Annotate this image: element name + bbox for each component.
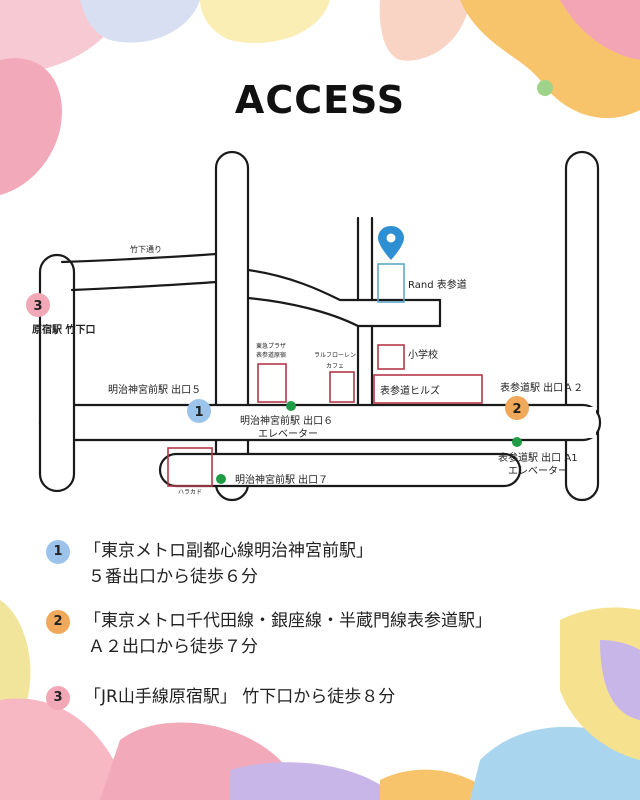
tokyu-label-1: 東急プラザ [256, 342, 286, 350]
harakado-building [167, 447, 213, 487]
access-2-line1: 「東京メトロ千代田線・銀座線・半蔵門線表参道駅」 [84, 611, 492, 631]
rand-building [377, 263, 405, 303]
location-pin-icon [378, 226, 404, 260]
ralph-cafe-building [329, 371, 355, 403]
harakado-label: ハラカド [178, 489, 202, 496]
omote-a1-label-1: 表参道駅 出口 A1 [498, 451, 578, 464]
badge-1: 1 [46, 540, 70, 564]
map-badge-3: 3 [33, 299, 42, 314]
omotesando-hills-building [373, 374, 483, 404]
road-fill [42, 407, 596, 484]
omote-a2-label: 表参道駅 出口Ａ２ [500, 381, 583, 394]
meiji-exit7-label: 明治神宮前駅 出口７ [235, 473, 328, 486]
meiji-exit6-label-2: エレベーター [258, 428, 318, 440]
access-1-line2: ５番出口から徒歩６分 [88, 567, 258, 587]
station-harajuku-label: 原宿駅 竹下口 [32, 323, 95, 336]
tokyu-label-2: 表参道原宿 [256, 351, 286, 359]
exitA1-dot [512, 437, 522, 447]
badge-2: 2 [46, 610, 70, 634]
school-label: 小学校 [408, 348, 438, 361]
access-3-line1: 「JR山手線原宿駅」 竹下口から徒歩８分 [84, 687, 396, 707]
destination-label: Rand 表参道 [408, 278, 467, 291]
omote-a1-label-2: エレベーター [508, 465, 568, 477]
ralph-label-2: カフェ [326, 363, 344, 370]
map-badge-1-circle [187, 399, 211, 423]
meiji-exit6-label-1: 明治神宮前駅 出口６ [240, 414, 333, 427]
school-building [377, 344, 405, 370]
map-badge-1: 1 [194, 405, 203, 420]
access-1-line1: 「東京メトロ副都心線明治神宮前駅」 [84, 541, 373, 561]
ralph-label-1: ラルフローレン [314, 352, 356, 359]
exit6-dot [286, 401, 296, 411]
hills-label: 表参道ヒルズ [380, 384, 440, 397]
street-label: 竹下通り [130, 244, 162, 254]
meiji-exit5-label: 明治神宮前駅 出口５ [108, 383, 201, 396]
map-badge-2: 2 [512, 402, 521, 417]
map-badge-3-circle [26, 293, 50, 317]
road-strokes [60, 216, 442, 407]
exit7-dot [216, 474, 226, 484]
map-badge-2-circle [505, 396, 529, 420]
access-2-line2: Ａ２出口から徒歩７分 [88, 637, 258, 657]
page-title: ACCESS [234, 78, 406, 122]
tokyu-plaza-building [257, 363, 287, 403]
road-network [38, 150, 602, 502]
badge-3: 3 [46, 686, 70, 710]
